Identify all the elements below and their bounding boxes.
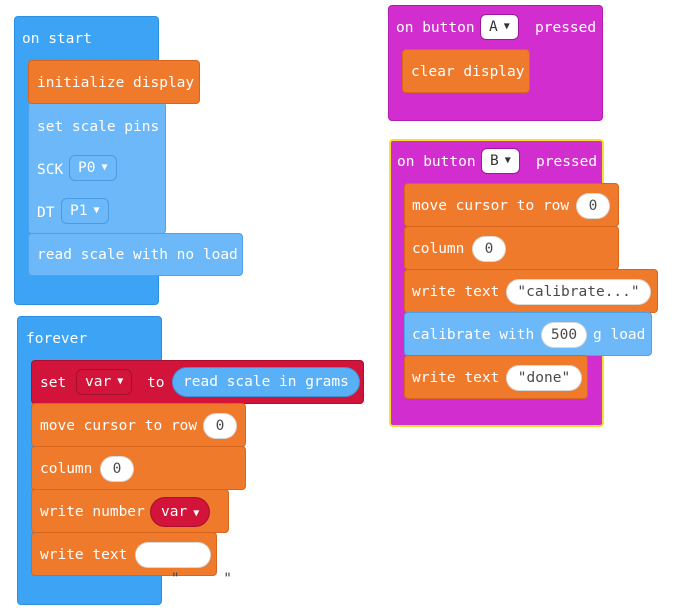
- column-input[interactable]: 0: [100, 456, 134, 482]
- button-a-value: A: [489, 19, 498, 35]
- read-no-load-label: read scale with no load: [37, 247, 238, 263]
- dt-label: DT: [37, 205, 55, 221]
- on-button-b-prefix: on button: [397, 154, 476, 170]
- b-write-text2-value: "done": [517, 370, 571, 386]
- g-load-label: g load: [593, 327, 646, 343]
- caret-down-icon: ▼: [93, 205, 100, 216]
- caret-down-icon: ▼: [101, 162, 108, 173]
- write-text-input[interactable]: " ": [135, 542, 232, 587]
- b-write-text1-input[interactable]: "calibrate...": [506, 279, 651, 305]
- dt-pin-value: P1: [70, 203, 88, 219]
- b-write-text-done-block[interactable]: write text "done": [404, 355, 588, 399]
- caret-down-icon: ▼: [504, 155, 511, 166]
- b-column-block[interactable]: column 0: [404, 226, 619, 270]
- set-var-block[interactable]: set var ▼ to read scale in grams: [31, 360, 364, 404]
- dt-pin-dropdown[interactable]: P1 ▼: [61, 198, 109, 224]
- forever-move-cursor-block[interactable]: move cursor to row 0: [31, 403, 246, 447]
- row-value: 0: [215, 418, 225, 434]
- set-label: set: [40, 375, 67, 391]
- clear-display-block[interactable]: clear display: [402, 49, 530, 93]
- write-number-var-value: var: [161, 504, 188, 520]
- b-row-input[interactable]: 0: [576, 193, 610, 219]
- calibrate-value: 500: [550, 327, 578, 343]
- calibrate-with-block[interactable]: calibrate with 500 g load: [404, 312, 652, 356]
- read-scale-grams-label: read scale in grams: [183, 374, 349, 390]
- move-cursor-label: move cursor to row: [40, 418, 198, 434]
- on-button-a-suffix: pressed: [535, 20, 597, 36]
- on-start-label: on start: [22, 31, 92, 47]
- b-column-label: column: [412, 241, 465, 257]
- b-write-text2-input[interactable]: "done": [506, 365, 582, 391]
- caret-down-icon: ▼: [193, 508, 200, 519]
- read-scale-grams-reporter[interactable]: read scale in grams: [172, 367, 360, 397]
- b-write-text2-label: write text: [412, 370, 500, 386]
- b-column-input[interactable]: 0: [472, 236, 506, 262]
- b-write-text-calibrate-block[interactable]: write text "calibrate...": [404, 269, 658, 313]
- column-label: column: [40, 461, 93, 477]
- read-no-load-block[interactable]: read scale with no load: [28, 233, 243, 276]
- var-dropdown-value: var: [85, 374, 112, 390]
- row-input[interactable]: 0: [203, 413, 237, 439]
- sck-pin-dropdown[interactable]: P0 ▼: [69, 155, 117, 181]
- forever-write-text-block[interactable]: write text " ": [31, 532, 232, 587]
- write-number-label: write number: [40, 504, 145, 520]
- on-button-a-prefix: on button: [396, 20, 475, 36]
- to-label: to: [147, 375, 165, 391]
- write-text-label: write text: [40, 547, 128, 563]
- write-number-block[interactable]: write number var ▼: [31, 489, 229, 533]
- forever-label: forever: [26, 331, 88, 347]
- button-b-value: B: [490, 153, 499, 169]
- b-write-text1-value: "calibrate...": [517, 284, 640, 300]
- set-scale-pins-block[interactable]: set scale pins SCK P0 ▼ DT P1 ▼: [28, 102, 166, 234]
- caret-down-icon: ▼: [503, 21, 510, 32]
- var-dropdown[interactable]: var ▼: [76, 369, 133, 395]
- on-button-b-suffix: pressed: [536, 154, 598, 170]
- b-column-value: 0: [484, 241, 494, 257]
- initialize-display-label: initialize display: [37, 75, 195, 91]
- b-move-cursor-block[interactable]: move cursor to row 0: [404, 183, 619, 227]
- button-b-dropdown[interactable]: B▼: [481, 148, 520, 174]
- calibrate-with-label: calibrate with: [412, 327, 535, 343]
- clear-display-label: clear display: [411, 64, 525, 80]
- b-move-cursor-label: move cursor to row: [412, 198, 570, 214]
- sck-label: SCK: [37, 162, 64, 178]
- button-a-dropdown[interactable]: A▼: [480, 14, 519, 40]
- forever-column-block[interactable]: column 0: [31, 446, 246, 490]
- set-scale-pins-label: set scale pins: [37, 119, 160, 135]
- column-value: 0: [112, 461, 122, 477]
- initialize-display-block[interactable]: initialize display: [28, 60, 200, 104]
- b-row-value: 0: [588, 198, 598, 214]
- write-number-var-reporter[interactable]: var ▼: [150, 497, 211, 527]
- caret-down-icon: ▼: [117, 376, 124, 387]
- write-text-value: " ": [170, 571, 233, 587]
- sck-pin-value: P0: [78, 160, 96, 176]
- calibrate-value-input[interactable]: 500: [541, 322, 587, 348]
- b-write-text1-label: write text: [412, 284, 500, 300]
